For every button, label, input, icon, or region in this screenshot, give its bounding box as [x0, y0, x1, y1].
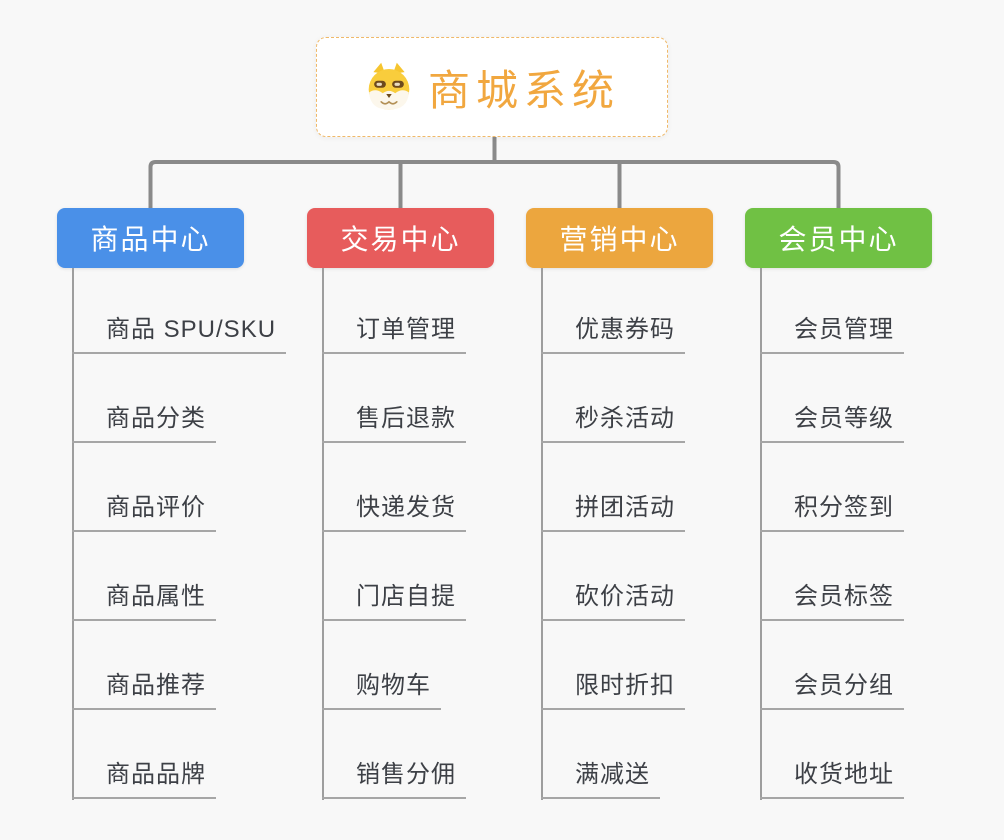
child-node[interactable]: 限时折扣: [541, 665, 685, 710]
child-column-marketing-center: 优惠券码 秒杀活动 拼团活动 砍价活动 限时折扣 满减送: [541, 265, 766, 799]
child-node[interactable]: 商品评价: [72, 487, 216, 532]
child-node[interactable]: 会员标签: [760, 576, 904, 621]
child-node[interactable]: 收货地址: [760, 754, 904, 799]
child-node[interactable]: 商品品牌: [72, 754, 216, 799]
child-node[interactable]: 秒杀活动: [541, 398, 685, 443]
branch-node-member-center[interactable]: 会员中心: [745, 208, 932, 268]
branch-node-product-center[interactable]: 商品中心: [57, 208, 244, 268]
child-column-trade-center: 订单管理 售后退款 快递发货 门店自提 购物车 销售分佣: [322, 265, 547, 799]
child-node[interactable]: 优惠券码: [541, 309, 685, 354]
child-node[interactable]: 门店自提: [322, 576, 466, 621]
branch-node-trade-center[interactable]: 交易中心: [307, 208, 494, 268]
child-node[interactable]: 售后退款: [322, 398, 466, 443]
child-node[interactable]: 满减送: [541, 754, 660, 799]
child-connector-line: [760, 268, 762, 800]
branch-label: 营销中心: [559, 224, 680, 255]
child-node[interactable]: 商品推荐: [72, 665, 216, 710]
child-node[interactable]: 订单管理: [322, 309, 466, 354]
child-node[interactable]: 会员等级: [760, 398, 904, 443]
child-column-product-center: 商品 SPU/SKU 商品分类 商品评价 商品属性 商品推荐 商品品牌: [72, 265, 297, 799]
child-node[interactable]: 会员管理: [760, 309, 904, 354]
child-node[interactable]: 购物车: [322, 665, 441, 710]
branch-label: 商品中心: [90, 224, 211, 255]
child-column-member-center: 会员管理 会员等级 积分签到 会员标签 会员分组 收货地址: [760, 265, 985, 799]
root-node-title: 商城系统: [427, 66, 620, 114]
child-node[interactable]: 销售分佣: [322, 754, 466, 799]
branch-label: 会员中心: [778, 224, 899, 255]
child-connector-line: [72, 268, 74, 800]
child-node[interactable]: 商品分类: [72, 398, 216, 443]
child-node[interactable]: 商品 SPU/SKU: [72, 309, 287, 354]
shiba-dog-icon: [368, 62, 410, 110]
branch-label: 交易中心: [340, 224, 461, 255]
child-connector-line: [541, 268, 543, 800]
root-node-mall-system[interactable]: 商城系统: [316, 37, 668, 137]
child-node[interactable]: 快递发货: [322, 487, 466, 532]
child-node[interactable]: 商品属性: [72, 576, 216, 621]
child-node[interactable]: 积分签到: [760, 487, 904, 532]
child-node[interactable]: 会员分组: [760, 665, 904, 710]
child-node[interactable]: 拼团活动: [541, 487, 685, 532]
child-node[interactable]: 砍价活动: [541, 576, 685, 621]
child-connector-line: [322, 268, 324, 800]
branch-node-marketing-center[interactable]: 营销中心: [526, 208, 713, 268]
